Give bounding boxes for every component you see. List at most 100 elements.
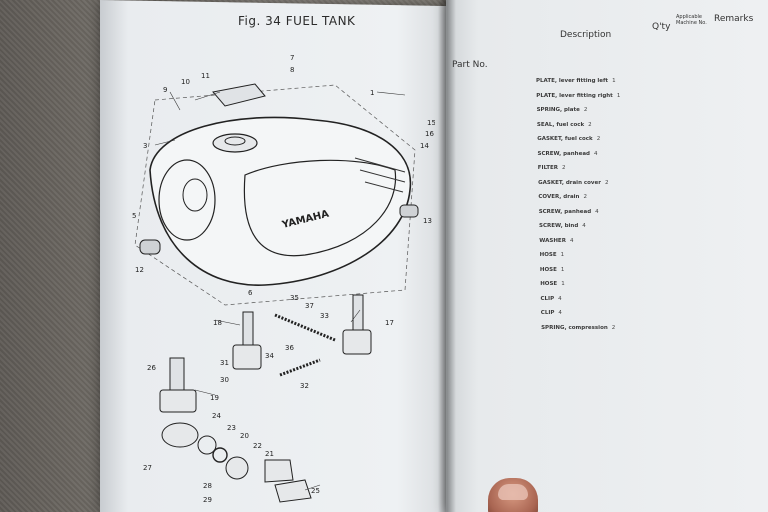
callout-30: 30 [220,376,229,384]
filler-cap [212,133,258,153]
grommet-12 [139,239,161,255]
callout-37: 37 [305,302,314,310]
row-qty: 1 [612,78,616,84]
callout-19: 19 [210,394,219,402]
tank-side-emblem [158,159,216,241]
row-desc: CLIP [540,295,555,302]
header-applicable: Applicable Machine No. [676,14,707,26]
callout-16: 16 [425,130,434,138]
callout-14: 14 [420,142,429,150]
callout-23: 23 [227,424,236,432]
row-desc: SPRING, compression [541,324,608,331]
fuel-tank-body [149,116,412,286]
callout-24: 24 [212,412,221,420]
row-desc: SCREW, bind [539,223,579,229]
callout-32: 32 [300,382,309,390]
callout-5: 5 [132,212,136,220]
row-desc: PLATE, lever fitting left [536,78,609,84]
filter [197,435,217,455]
callout-12: 12 [135,266,144,274]
row-qty: 2 [583,107,588,113]
callout-36: 36 [285,344,294,352]
callout-28: 28 [203,482,212,490]
callout-13: 13 [423,217,432,225]
filler-cap-inner [224,136,246,146]
thumbnail [498,484,528,500]
row-qty: 1 [560,252,565,258]
callout-numbers: 1 3 5 6 7 8 9 10 11 12 13 14 15 16 17 18… [132,54,435,504]
row-desc: FILTER [537,165,558,171]
leader-lines [154,91,406,491]
row-desc: HOSE [539,252,557,258]
callout-27: 27 [143,464,152,472]
tank-side-emblem-inner [182,178,208,212]
callout-8: 8 [290,66,294,74]
callout-25: 25 [311,487,320,495]
row-qty: 2 [596,136,601,142]
callout-10: 10 [181,78,190,86]
row-qty: 4 [558,310,562,316]
row-desc: HOSE [540,281,558,287]
figure-title: Fig. 34 FUEL TANK [238,14,356,28]
header-remarks: Remarks [714,14,754,24]
row-qty: 4 [595,208,599,215]
row-qty: 4 [558,295,562,302]
row-qty: 2 [583,194,587,200]
spring-34 [279,358,321,377]
callout-9: 9 [163,86,167,94]
callout-17: 17 [385,319,394,327]
callout-31: 31 [220,359,229,367]
tank-stripes [354,157,406,193]
callout-34: 34 [265,352,274,360]
lower-cock-plate [159,389,197,413]
row-desc: GASKET, fuel cock [537,136,593,142]
row-desc: SEAL, fuel cock [536,121,585,128]
row-qty: 2 [561,165,566,171]
row-qty: 1 [560,266,565,273]
callout-20: 20 [240,432,249,440]
drain-cover [225,456,249,480]
header-description: Description [560,30,612,40]
callout-35: 35 [290,294,299,302]
bracket-25 [274,479,312,503]
row-qty: 1 [616,92,621,99]
callout-18: 18 [213,319,222,327]
row-qty: 4 [569,237,574,244]
cap-cover [212,83,266,107]
lower-cock-body [161,422,199,448]
fuel-tank-diagram: YAMAHA 1 [132,54,435,504]
fuel-cock-right [342,329,372,355]
row-desc: WASHER [539,237,566,244]
callout-1: 1 [370,89,374,97]
row-desc: SPRING, plate [536,107,580,113]
row-desc: SCREW, panhead [538,208,592,215]
row-desc: SCREW, panhead [537,150,590,157]
callout-29: 29 [203,496,212,504]
fuel-cock-left [232,344,262,370]
row-qty: 2 [611,324,616,331]
gasket [212,447,228,463]
row-desc: GASKET, drain cover [538,179,601,186]
right-page [446,0,768,512]
callout-33: 33 [320,312,329,320]
row-qty: 4 [593,150,598,157]
row-qty: 2 [588,121,592,128]
row-qty: 2 [604,179,609,186]
row-desc: HOSE [539,266,557,273]
